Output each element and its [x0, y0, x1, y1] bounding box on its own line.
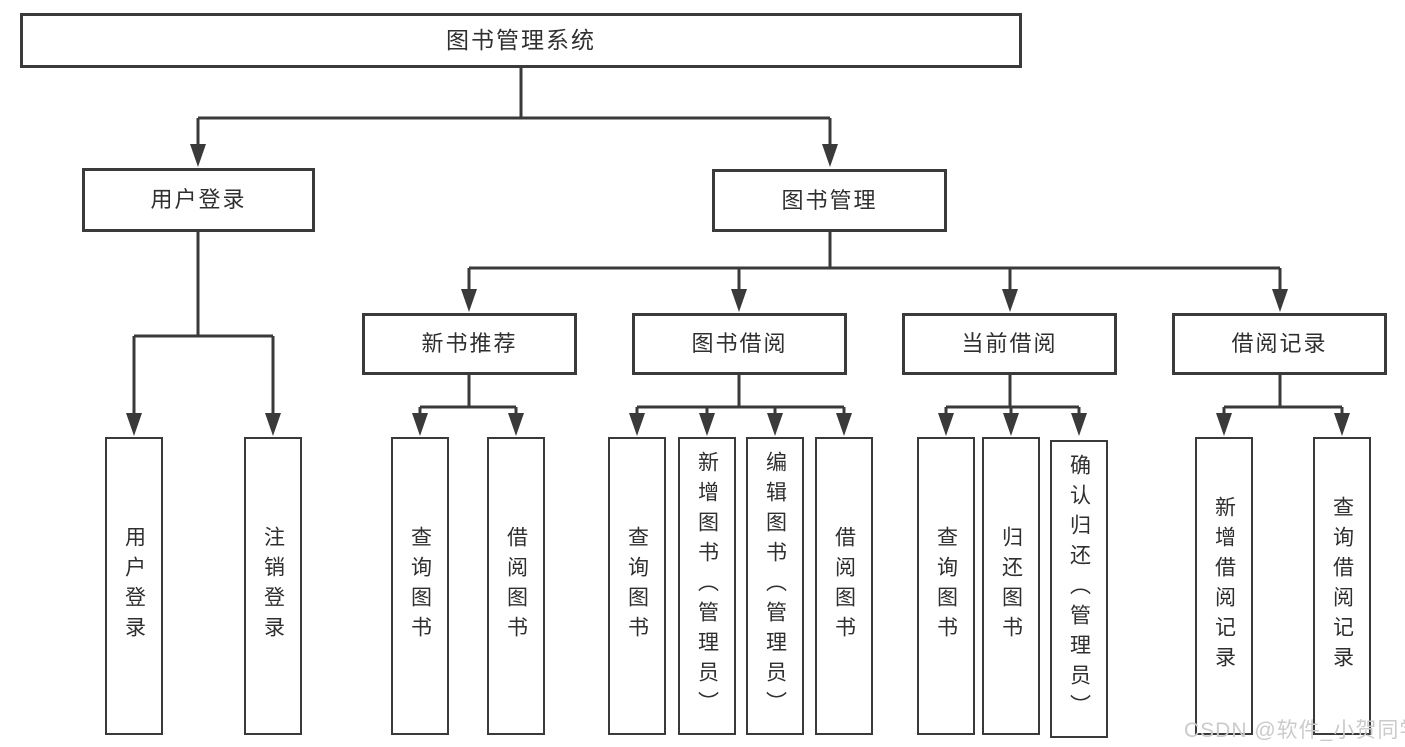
node-borrow-records: 借阅记录	[1172, 313, 1387, 375]
node-label: 归还图书	[999, 526, 1023, 646]
node-label: 新增图书（管理员）	[695, 451, 719, 721]
leaf-current-query-books: 查询图书	[917, 437, 975, 735]
leaf-borrow-edit-books-admin: 编辑图书（管理员）	[746, 437, 804, 735]
leaf-borrow-add-books-admin: 新增图书（管理员）	[678, 437, 736, 735]
leaf-records-query-record: 查询借阅记录	[1313, 437, 1371, 735]
node-label: 新书推荐	[421, 331, 518, 356]
elbow-connectors	[132, 68, 1344, 415]
node-label: 注销登录	[261, 526, 285, 646]
csdn-watermark: CSDN @软件_小贺同学	[1184, 719, 1405, 742]
node-label: 确认归还（管理员）	[1067, 454, 1091, 724]
leaf-current-return-books: 归还图书	[982, 437, 1040, 735]
node-label: 用户登录	[122, 526, 146, 646]
node-system-root: 图书管理系统	[20, 13, 1022, 68]
node-new-book-recommend: 新书推荐	[362, 313, 577, 375]
node-label: 新增借阅记录	[1212, 496, 1236, 676]
node-label: 查询图书	[625, 526, 649, 646]
node-label: 图书管理系统	[446, 27, 596, 53]
leaf-logout: 注销登录	[244, 437, 302, 735]
node-book-management: 图书管理	[712, 169, 947, 232]
leaf-borrow-query-books: 查询图书	[608, 437, 666, 735]
node-label: 借阅图书	[832, 526, 856, 646]
node-label: 图书管理	[781, 187, 878, 213]
arrowheads	[126, 144, 1350, 436]
leaf-current-confirm-return-admin: 确认归还（管理员）	[1050, 440, 1108, 738]
leaf-borrow-borrow-books: 借阅图书	[815, 437, 873, 735]
node-label: 借阅图书	[504, 526, 528, 646]
node-label: 查询借阅记录	[1330, 496, 1354, 676]
node-label: 查询图书	[408, 526, 432, 646]
leaf-recommend-query-books: 查询图书	[391, 437, 449, 735]
node-user-login: 用户登录	[82, 168, 315, 232]
node-label: 编辑图书（管理员）	[763, 451, 787, 721]
leaf-recommend-borrow-books: 借阅图书	[487, 437, 545, 735]
leaf-records-add-record: 新增借阅记录	[1195, 437, 1253, 735]
node-label: 借阅记录	[1231, 331, 1328, 356]
node-label: 图书借阅	[691, 331, 788, 356]
node-label: 当前借阅	[961, 331, 1058, 356]
node-current-borrow: 当前借阅	[902, 313, 1117, 375]
node-label: 用户登录	[150, 187, 247, 212]
node-book-borrow: 图书借阅	[632, 313, 847, 375]
node-label: 查询图书	[934, 526, 958, 646]
leaf-user-login: 用户登录	[105, 437, 163, 735]
